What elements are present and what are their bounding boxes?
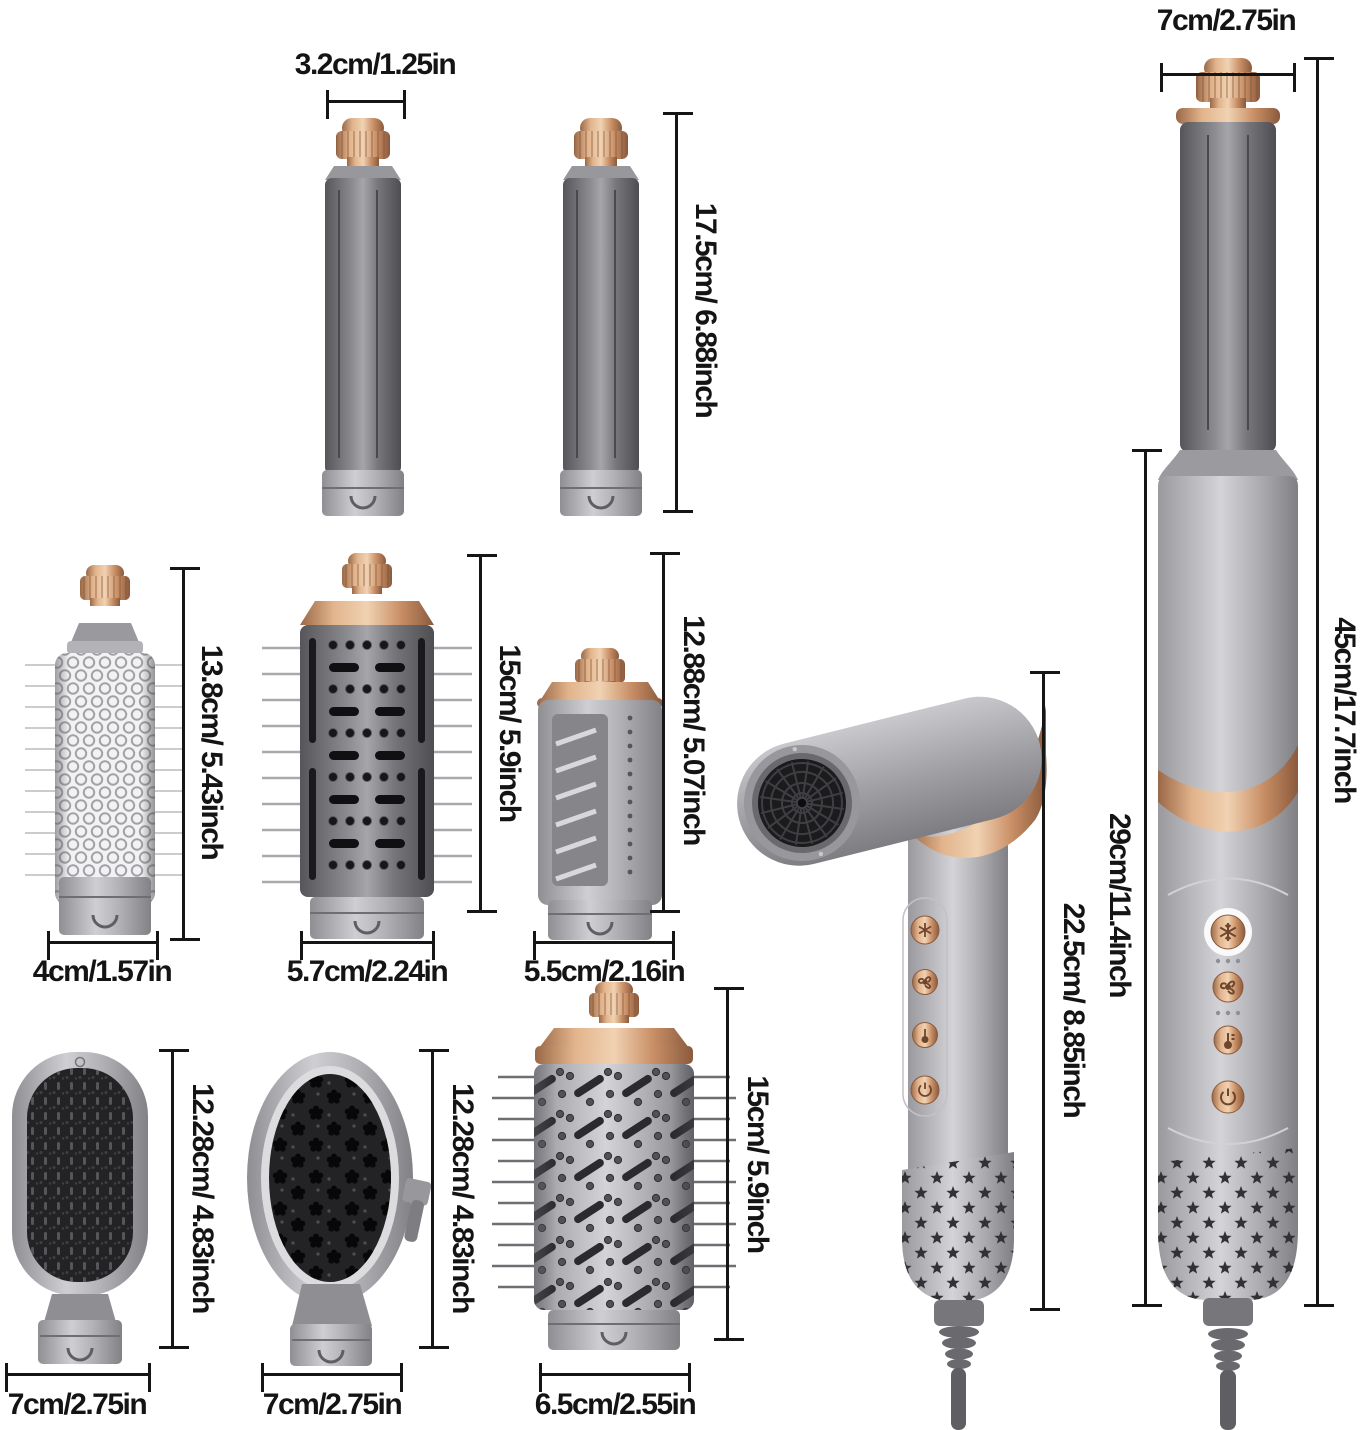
label-bristle-height: 15cm/ 5.9inch <box>493 644 526 822</box>
dim-line-bristle-height <box>467 554 497 913</box>
dim-line-styler-total-height <box>1304 57 1334 1307</box>
dim-line-vane-width <box>533 931 675 960</box>
label-paddle-width: 7cm/2.75in <box>7 1388 148 1421</box>
dim-line-barrel-width <box>326 90 406 119</box>
dim-line-oval-height <box>419 1049 449 1349</box>
snowflake-icon <box>918 923 932 937</box>
dim-line-mesh-width <box>47 931 159 960</box>
paddle-brush <box>12 1052 148 1364</box>
mesh-volumizing-brush <box>25 565 185 935</box>
thermometer-icon <box>1224 1033 1235 1049</box>
label-styler-width: 7cm/2.75in <box>1156 4 1297 37</box>
power-button[interactable] <box>910 1075 940 1105</box>
brush-pins <box>262 646 472 884</box>
label-styler-body-height: 29cm/11.4inch <box>1103 813 1136 997</box>
dim-line-round-width <box>539 1363 691 1392</box>
bristle-round-brush <box>262 553 472 939</box>
power-cord <box>1208 1328 1248 1430</box>
styler-buttons <box>1204 908 1252 1114</box>
label-styler-total-height: 45cm/17.7inch <box>1328 617 1361 803</box>
power-button[interactable] <box>1211 1080 1245 1114</box>
label-round-width: 6.5cm/2.55in <box>534 1388 697 1421</box>
dim-line-mesh-height <box>170 567 200 941</box>
power-icon <box>918 1082 932 1097</box>
styler-body <box>1158 476 1298 1300</box>
cylinder-bristle-brush <box>492 982 736 1350</box>
dim-line-oval-width <box>261 1363 403 1392</box>
fan-icon <box>1220 980 1236 995</box>
mesh-bristles <box>25 664 185 876</box>
dim-line-vane-height <box>650 552 680 913</box>
dim-line-paddle-width <box>5 1363 151 1392</box>
vane-curler-attachment <box>537 648 663 940</box>
curl-barrel-small <box>320 116 406 518</box>
hair-dryer <box>737 696 1047 1430</box>
curl-barrel-long <box>558 116 644 518</box>
label-paddle-height: 12.28cm/ 4.83inch <box>186 1083 219 1313</box>
power-icon <box>1220 1088 1236 1106</box>
dim-line-dryer-height <box>1030 671 1060 1311</box>
label-dryer-height: 22.5cm/ 8.85inch <box>1057 902 1090 1118</box>
dim-line-styler-body-height <box>1132 449 1162 1307</box>
dryer-buttons <box>910 915 940 1105</box>
label-mesh-height: 13.8cm/ 5.43inch <box>195 644 228 860</box>
dryer-head <box>737 696 1042 866</box>
dryer-handle <box>908 758 1008 1258</box>
label-round-height: 15cm/ 5.9inch <box>741 1075 774 1253</box>
fan-icon <box>917 976 932 989</box>
label-vane-width: 5.5cm/2.16in <box>523 955 686 988</box>
label-oval-width: 7cm/2.75in <box>262 1388 403 1421</box>
label-oval-height: 12.28cm/ 4.83inch <box>446 1083 479 1313</box>
dim-line-paddle-height <box>159 1049 189 1349</box>
dim-line-styler-width <box>1160 63 1296 92</box>
dim-line-round-height <box>714 987 744 1341</box>
power-cord <box>939 1326 979 1430</box>
label-mesh-width: 4cm/1.57in <box>32 955 173 988</box>
multi-styler <box>1158 58 1298 1430</box>
label-vane-height: 12.88cm/ 5.07inch <box>677 615 710 845</box>
oval-brush-lever <box>402 1178 432 1242</box>
dim-line-barrel-height <box>663 112 693 513</box>
label-bristle-width: 5.7cm/2.24in <box>286 955 449 988</box>
dim-line-bristle-width <box>300 931 435 960</box>
thermometer-icon <box>921 1029 929 1043</box>
star-vent-panel <box>1158 1148 1298 1300</box>
label-barrel-width: 3.2cm/1.25in <box>294 48 457 81</box>
star-vent-panel <box>902 1152 1014 1302</box>
styler-barrel <box>1180 122 1276 452</box>
label-barrel-height: 17.5cm/ 6.88inch <box>689 202 722 418</box>
copper-accent <box>908 705 1047 858</box>
oval-brush <box>247 1052 432 1366</box>
snowflake-icon <box>1219 923 1237 941</box>
copper-accent <box>1158 745 1298 832</box>
brush-pins <box>492 1075 736 1289</box>
